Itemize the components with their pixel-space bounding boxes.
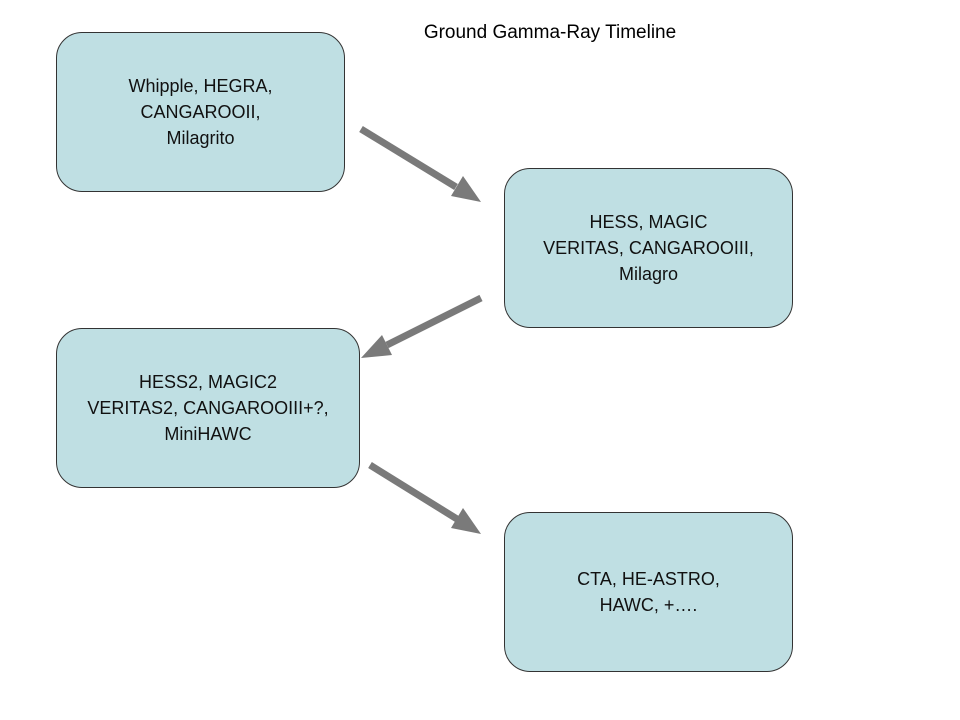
node-line: VERITAS2, CANGAROOIII+?, [87, 398, 329, 418]
timeline-node-generation-1: Whipple, HEGRA, CANGAROOII, Milagrito [56, 32, 345, 192]
node-line: CANGAROOII, [140, 102, 261, 122]
diagram-title: Ground Gamma-Ray Timeline [423, 22, 677, 43]
node-line: HAWC, +…. [599, 595, 698, 615]
node-line: Milagrito [166, 128, 235, 148]
node-line: CTA, HE-ASTRO, [577, 569, 720, 589]
node-line: HESS2, MAGIC2 [138, 372, 278, 392]
arrow-generation-1-to-2 [359, 126, 481, 202]
node-line: Milagro [618, 264, 679, 284]
timeline-node-generation-4: CTA, HE-ASTRO, HAWC, +…. [504, 512, 793, 672]
timeline-node-generation-2: HESS, MAGIC VERITAS, CANGAROOIII, Milagr… [504, 168, 793, 328]
node-line: VERITAS, CANGAROOIII, [543, 238, 754, 258]
node-line: MiniHAWC [164, 424, 252, 444]
arrow-generation-2-to-3 [361, 294, 483, 358]
arrow-generation-3-to-4 [368, 462, 481, 534]
timeline-node-generation-3: HESS2, MAGIC2 VERITAS2, CANGAROOIII+?, M… [56, 328, 360, 488]
node-line: HESS, MAGIC [589, 212, 708, 232]
node-line: Whipple, HEGRA, [128, 76, 273, 96]
